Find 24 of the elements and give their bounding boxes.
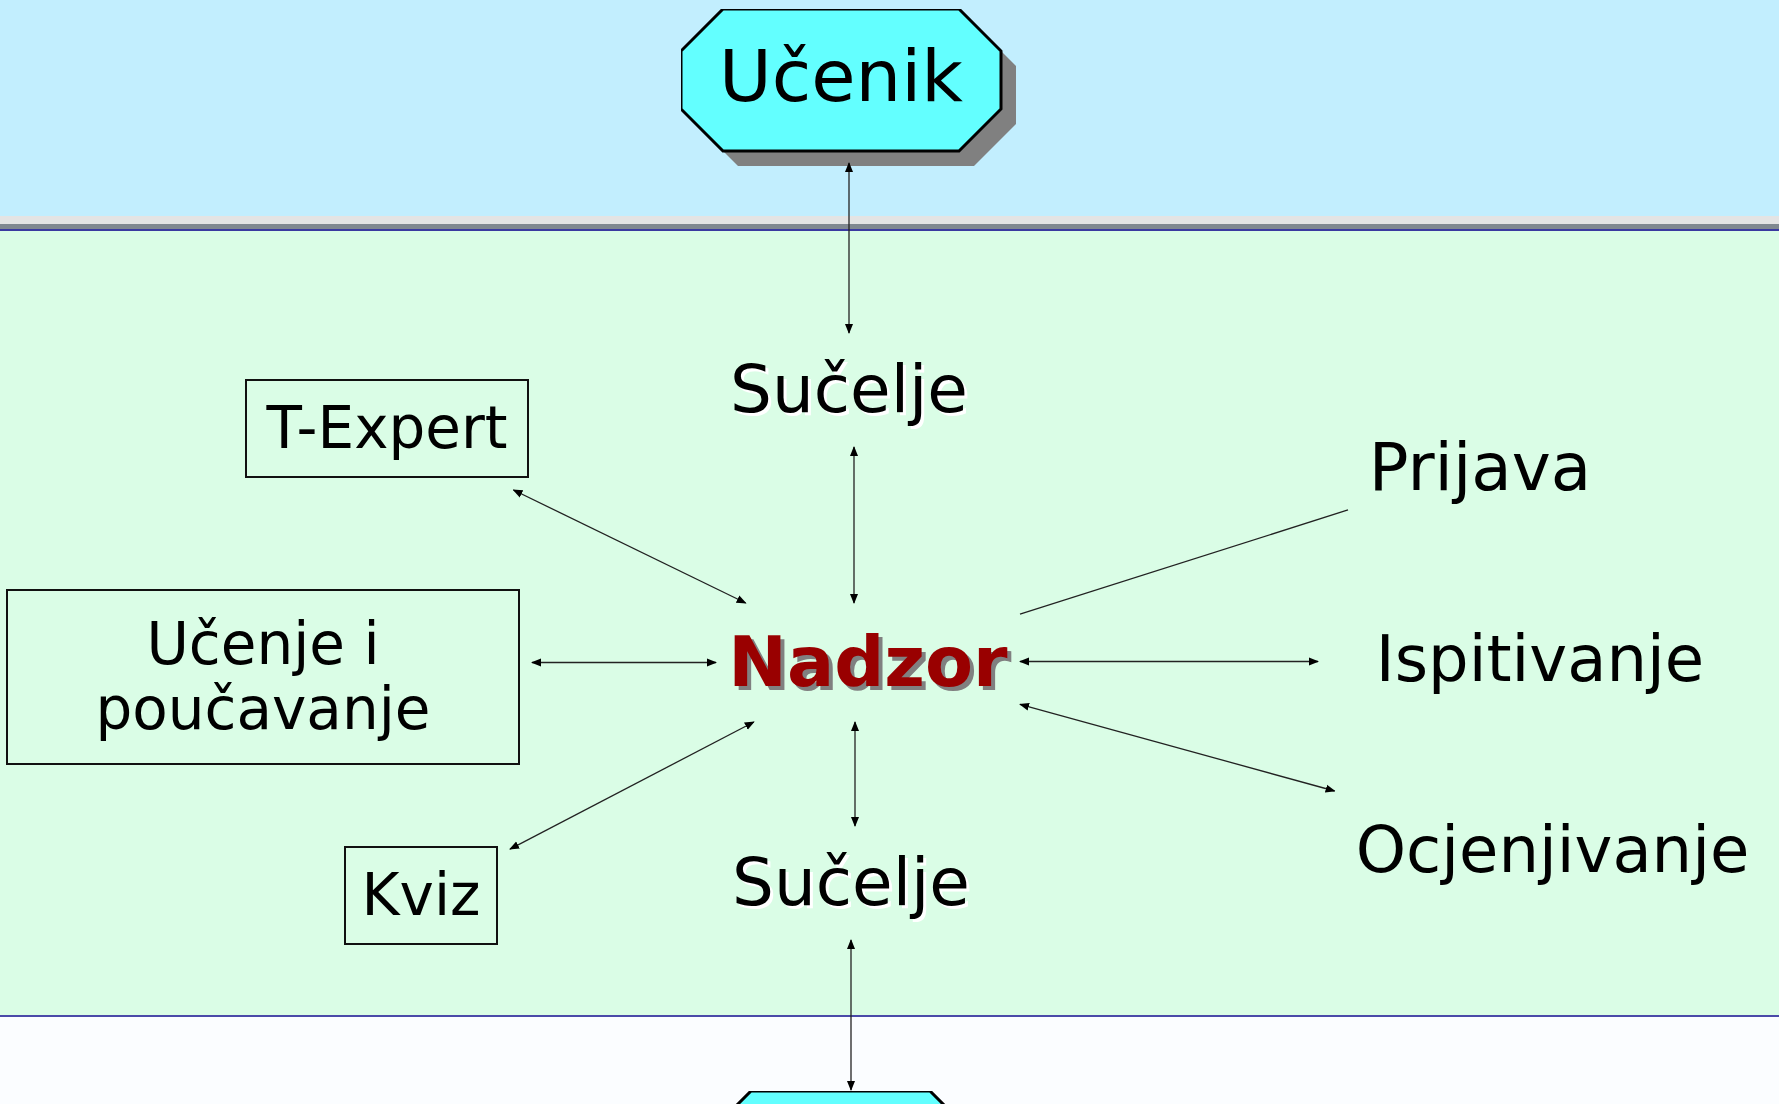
node-text: Ocjenjivanje (1355, 815, 1750, 887)
arrow (847, 939, 855, 1091)
node-label: T-Expert (266, 396, 508, 461)
octagon-shape (681, 9, 1016, 166)
node-text: Nadzor (728, 623, 1008, 702)
process-box (344, 846, 498, 945)
process-box (245, 379, 529, 478)
node-label: Učenje i poučavanje (94, 612, 432, 742)
arrow (1019, 702, 1336, 793)
node-text: Ispitivanje (1375, 624, 1705, 696)
arrow (512, 489, 747, 604)
arrow (1019, 657, 1319, 666)
arrow (845, 162, 853, 334)
process-box (6, 589, 520, 765)
node-text: Prijava (1368, 431, 1592, 505)
node-text: Sučelje (730, 353, 968, 427)
connector-line (1019, 509, 1349, 615)
node-text: Sučelje (732, 846, 970, 920)
arrow (531, 658, 717, 667)
arrow (851, 721, 859, 827)
arrow (850, 446, 858, 604)
node-label: Učenik (719, 35, 963, 117)
node-label: Kviz (361, 863, 481, 928)
arrow (509, 721, 755, 850)
